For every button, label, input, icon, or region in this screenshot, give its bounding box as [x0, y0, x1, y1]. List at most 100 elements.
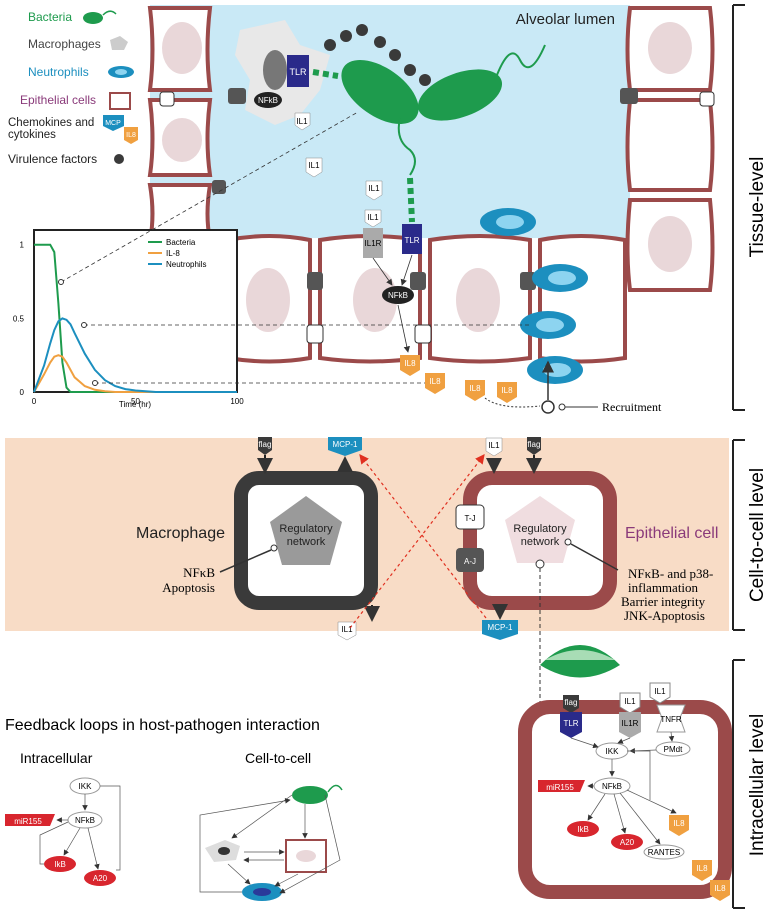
ikb-node: IkB	[54, 860, 66, 869]
il8-label: IL8	[673, 819, 685, 828]
virulence-icon	[114, 154, 124, 164]
a20-node: A20	[620, 838, 635, 847]
legend-neutrophils: Neutrophils	[28, 65, 89, 79]
x-tick-label: 0	[32, 397, 37, 406]
x-tick-label: 50	[131, 397, 140, 406]
aj-label: A-J	[464, 557, 476, 566]
il1r-receptor	[363, 228, 383, 258]
bacterium-contact	[540, 645, 620, 678]
flagellum	[397, 117, 416, 176]
rantes-node: RANTES	[648, 848, 680, 857]
legend-il8-tag: IL8	[126, 132, 136, 139]
cell-to-cell-section: Regulatory network Macrophage NFκB Apopt…	[5, 437, 768, 743]
legend-epithelial: Epithelial cells	[20, 93, 96, 107]
legend-mcp-tag: MCP	[105, 120, 121, 127]
nucleus-icon	[162, 22, 202, 74]
tlr-receptor: TLR	[563, 719, 578, 728]
legend-macrophages: Macrophages	[28, 37, 101, 51]
regulatory-label-line2: network	[287, 536, 326, 548]
chart-series-il-8	[33, 354, 237, 393]
apoptosis-output: Apoptosis	[162, 580, 215, 595]
chart-series-neutrophils	[33, 317, 237, 393]
il1-tag: IL1	[308, 161, 320, 170]
nucleus-icon	[648, 216, 692, 272]
nfkb-node: NFkB	[602, 782, 622, 791]
nucleus-icon	[353, 268, 397, 332]
flagellum	[494, 44, 546, 81]
recruitment-node	[541, 400, 555, 414]
intracellular-subtitle: Intracellular	[20, 750, 93, 766]
il1-crosstalk	[349, 454, 485, 629]
flag-tag: flag	[528, 440, 541, 449]
il8-tags	[669, 815, 730, 901]
ikk-node: IKK	[606, 747, 620, 756]
macrophage-nucleus	[263, 50, 287, 90]
nfkb-label: NFkB	[258, 96, 278, 105]
a20-node: A20	[93, 874, 108, 883]
intracellular-level-label: Intracellular level	[747, 714, 768, 857]
mir155-node: miR155	[14, 817, 42, 826]
legend: Bacteria Macrophages Neutrophils Epithel…	[8, 10, 138, 166]
binding-line	[407, 177, 415, 223]
epi-output-1: NFκB- and p38-	[628, 566, 713, 581]
y-tick-label: 0	[20, 388, 25, 397]
nfkb-output: NFκB	[183, 565, 215, 580]
junctions	[212, 88, 638, 290]
tj-label: T-J	[464, 514, 475, 523]
nucleus-icon	[162, 118, 202, 162]
nucleus-icon	[246, 268, 290, 332]
il1r-label: IL1R	[365, 239, 382, 248]
il8-label: IL8	[696, 864, 708, 873]
y-tick-label: 0.5	[13, 314, 25, 323]
legend-virulence: Virulence factors	[8, 152, 97, 166]
y-tick-label: 1	[20, 241, 25, 250]
neutrophils	[480, 208, 588, 384]
tlr-receptor	[402, 224, 422, 254]
regulatory-label-line1: Regulatory	[279, 523, 333, 535]
il1-tag: IL1	[654, 687, 666, 696]
mcp1-tag: MCP-1	[333, 440, 358, 449]
legend-label: IL-8	[166, 249, 180, 258]
intracellular-section: flag IL1 IL1 TLR IL1R TNFR IKK PMdt NFkB…	[518, 645, 768, 909]
il8-label: IL8	[714, 884, 726, 893]
legend-label: Neutrophils	[166, 260, 206, 269]
legend-bacteria: Bacteria	[28, 10, 72, 24]
nucleus-icon	[648, 22, 692, 74]
nfkb-node	[382, 286, 414, 304]
chart-series-group	[33, 243, 237, 393]
tlr-label: TLR	[404, 236, 419, 245]
feedback-title: Feedback loops in host-pathogen interact…	[5, 717, 320, 734]
nfkb-node	[254, 92, 282, 108]
chart-frame	[33, 229, 238, 393]
regulatory-label-line1: Regulatory	[513, 523, 567, 535]
legend-label: Bacteria	[166, 238, 196, 247]
il8-label: IL8	[469, 384, 481, 393]
tight-junction	[455, 504, 485, 530]
il8-label: IL8	[429, 377, 441, 386]
epithelial-label: Epithelial cell	[625, 525, 718, 542]
il1-tag: IL1	[624, 697, 636, 706]
flag-tag: flag	[565, 698, 578, 707]
mir155-node: miR155	[546, 783, 574, 792]
bacteria-icon	[292, 786, 328, 804]
nfkb-label: NFkB	[388, 291, 408, 300]
il1-tag: IL1	[368, 184, 380, 193]
nfkb-node: NFkB	[75, 816, 95, 825]
x-tick-label: 100	[230, 397, 244, 406]
chart-ticks: 0 50 100 0 0.5 1	[13, 241, 244, 406]
adherens-junction	[456, 548, 484, 572]
epi-output-4: JNK-Apoptosis	[624, 608, 705, 623]
bacterium	[341, 60, 419, 124]
chart-connectors	[60, 111, 530, 384]
epi-output-2: inflammation	[628, 580, 699, 595]
mcp1-tag: MCP-1	[488, 623, 513, 632]
cell-level-label: Cell-to-cell level	[747, 468, 768, 602]
il8-tags	[400, 355, 517, 403]
il8-label: IL8	[501, 386, 513, 395]
tlr-label: TLR	[289, 67, 307, 77]
